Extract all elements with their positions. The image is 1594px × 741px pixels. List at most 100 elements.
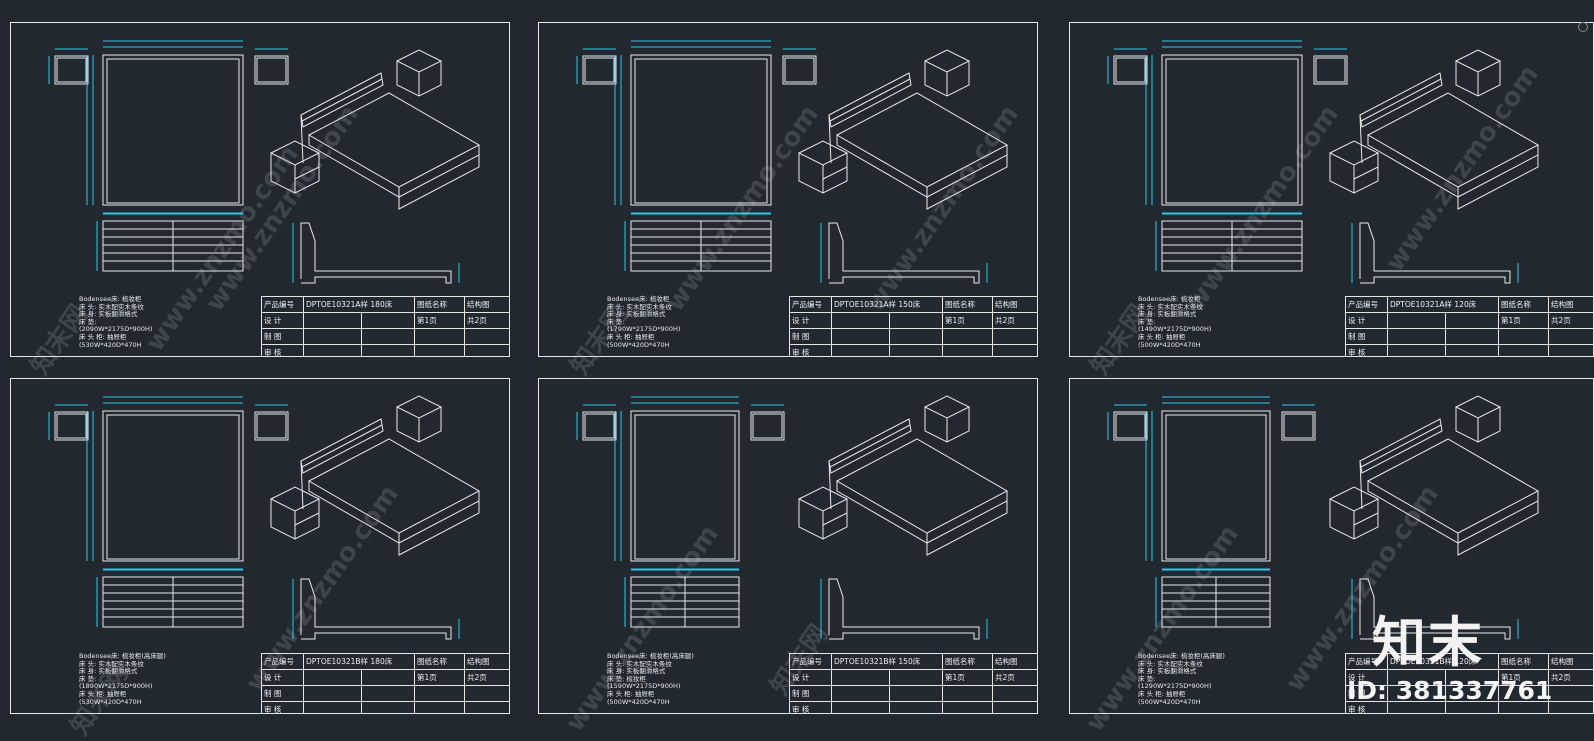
title-block-product-no-label: 产品编号 (1346, 297, 1388, 313)
spec-note-line: (1890W*2175D*900H) (79, 682, 153, 691)
title-block-cell (993, 345, 1037, 356)
title-block-drawing-name-label: 图纸名称 (415, 654, 465, 670)
bed-side-elevation (828, 578, 980, 640)
iso-mattress (307, 92, 481, 188)
spec-note-line: (1590W*2175D*900H) (607, 682, 681, 691)
iso-mattress (835, 438, 1009, 534)
title-block-draw-label: 制 图 (262, 329, 304, 345)
spec-note-line: 床 头 柜: 抽屉柜 (1138, 332, 1186, 341)
nightstand-plan-right (1313, 55, 1348, 85)
sheet-geometry (576, 395, 1009, 640)
title-block-page-total: 共2页 (1549, 313, 1593, 329)
title-block-cell (943, 686, 993, 702)
drawing-sheet: Bodensee床: 梳妆柜床 头: 实木配实木条纹床 身: 实板翻滑格式床 垫… (1069, 22, 1594, 357)
title-block-review-label: 审 核 (1346, 702, 1388, 713)
iso-nightstand-front (797, 486, 849, 512)
title-block-cell (1446, 702, 1499, 713)
spec-note-line: 床 身: 实板翻滑格式 (1138, 310, 1197, 319)
iso-nightstand-back (1454, 49, 1502, 73)
title-block-draw-label: 制 图 (1346, 329, 1388, 345)
bed-plan-view (630, 54, 772, 206)
title-block-product-no: DPTOE10321A样 120床 (1388, 297, 1499, 313)
spec-note-line: (1290W*2175D*900H) (1138, 682, 1212, 691)
title-block-cell (1388, 702, 1446, 713)
spec-note-line: Bodensee床: 梳妆柜(高床腿) (1138, 652, 1225, 660)
title-block-product-no: DPTOE10321B样 150床 (832, 654, 943, 670)
spec-note-line: 床 头: 实木配实木条纹 (607, 659, 672, 668)
nightstand-plan-left (582, 55, 617, 85)
bed-plan-view (1161, 54, 1303, 206)
title-block-review-label: 审 核 (262, 345, 304, 356)
title-block-cell (415, 702, 465, 713)
iso-headboard (1359, 72, 1443, 128)
nightstand-plan-left (582, 411, 617, 441)
title-block-cell (1549, 702, 1593, 713)
title-block-cell (832, 329, 890, 345)
spec-note-line: Bodensee床: 梳妆柜 (79, 295, 142, 303)
cad-drawing (1107, 40, 1540, 284)
title-block-cell (832, 345, 890, 356)
title-block-product-no: DPTOE10321A样 180床 (304, 297, 415, 313)
title-block-cell (1446, 670, 1499, 686)
nightstand-plan-left (54, 55, 89, 85)
bed-plan-view (630, 410, 740, 562)
iso-nightstand-front (269, 140, 321, 166)
title-block-cell (890, 670, 943, 686)
bed-side-elevation (1359, 578, 1511, 640)
spec-note-line: 床 身: 实板翻滑格式 (607, 310, 666, 319)
title-block-design-label: 设 计 (1346, 313, 1388, 329)
title-block-drawing-name-label: 图纸名称 (943, 297, 993, 313)
iso-mattress (307, 438, 481, 534)
title-block-cell (362, 686, 415, 702)
iso-headboard (300, 418, 384, 474)
nightstand-plan-right (750, 411, 785, 441)
spec-note-line: 床 头 柜: 抽屉柜 (607, 689, 655, 698)
drawing-sheet: Bodensee床: 梳妆柜(高床腿)床 头: 实木配实木条纹床 身: 实板翻滑… (10, 378, 510, 714)
title-block-drawing-name: 结构图 (1549, 654, 1593, 670)
title-block-drawing-name-label: 图纸名称 (415, 297, 465, 313)
title-block-draw-label: 制 图 (790, 329, 832, 345)
title-block-design-label: 设 计 (262, 313, 304, 329)
spec-note-line: 床 垫: 梳妆柜 (607, 674, 646, 683)
iso-nightstand-front (797, 140, 849, 166)
title-block-design-label: 设 计 (1346, 670, 1388, 686)
bed-side-elevation (1359, 222, 1511, 284)
spec-note-line: 床 垫: (607, 317, 625, 326)
nightstand-plan-left (1113, 55, 1148, 85)
title-block-page-number: 第1页 (1499, 313, 1549, 329)
title-block-cell (465, 702, 509, 713)
title-block-cell (943, 329, 993, 345)
spec-note-line: 床 头: 实木配实木条纹 (607, 302, 672, 311)
title-block-draw-label: 制 图 (262, 686, 304, 702)
title-block-product-no-label: 产品编号 (790, 297, 832, 313)
cad-drawing (48, 395, 481, 640)
spec-notes: Bodensee床: 梳妆柜床 头: 实木配实木条纹床 身: 实板翻滑格式床 垫… (607, 295, 680, 349)
title-block-design-label: 设 计 (262, 670, 304, 686)
title-block-page-number: 第1页 (415, 670, 465, 686)
spec-note-line: 床 垫: (79, 317, 97, 326)
title-block-cell (1446, 686, 1499, 702)
title-block-product-no-label: 产品编号 (262, 654, 304, 670)
title-block-design-label: 设 计 (790, 313, 832, 329)
spec-note-line: Bodensee床: 梳妆柜(高床腿) (607, 652, 694, 660)
bed-plan-view (1161, 410, 1271, 562)
bed-side-elevation (300, 578, 452, 640)
title-block-page-number: 第1页 (415, 313, 465, 329)
spec-note-line: 床 头: 实木配实木条纹 (1138, 659, 1203, 668)
title-block-cell (415, 329, 465, 345)
sheet-geometry (1107, 395, 1540, 640)
title-block-cell (890, 313, 943, 329)
spec-notes: Bodensee床: 梳妆柜床 头: 实木配实木条纹床 身: 实板翻滑格式床 垫… (79, 295, 152, 349)
title-block-cell (465, 686, 509, 702)
spec-note-line: 床 头 柜: 抽屉柜 (79, 689, 127, 698)
title-block-design-label: 设 计 (790, 670, 832, 686)
bed-plan-view (102, 54, 244, 206)
title-block-cell (1446, 313, 1499, 329)
spec-note-line: 床 垫: (1138, 317, 1156, 326)
title-block-drawing-name: 结构图 (465, 654, 509, 670)
spec-note-line: 床 身: 实板翻滑格式 (79, 310, 138, 319)
title-block-cell (304, 313, 362, 329)
bed-plan-view (102, 410, 244, 562)
